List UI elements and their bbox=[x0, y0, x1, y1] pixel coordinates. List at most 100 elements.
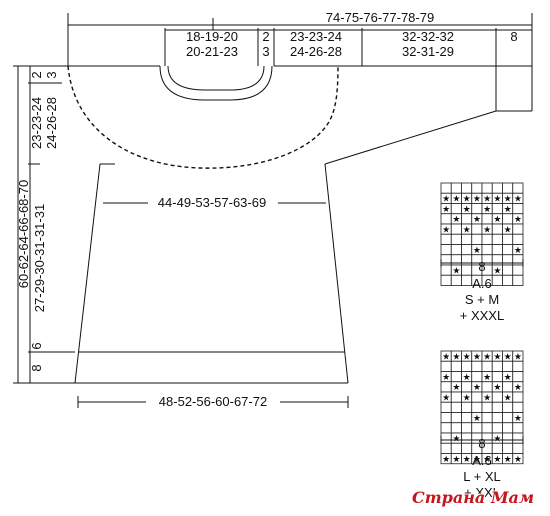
star-icon: ★ bbox=[514, 382, 522, 392]
chart-cell bbox=[481, 360, 493, 372]
chart-sizes-line1: S + M bbox=[465, 292, 499, 307]
star-icon: ★ bbox=[452, 214, 460, 224]
chart-cell bbox=[502, 401, 514, 413]
star-icon: ★ bbox=[504, 392, 512, 402]
chart-cell bbox=[491, 401, 503, 413]
star-icon: ★ bbox=[493, 454, 501, 464]
star-icon: ★ bbox=[473, 382, 481, 392]
chart-cell bbox=[461, 442, 473, 454]
chart-cell bbox=[461, 244, 473, 256]
chart-cell bbox=[512, 432, 524, 444]
chart-sizes-line2: + XXXL bbox=[460, 308, 504, 323]
chart-cell bbox=[471, 360, 483, 372]
chart-cell bbox=[471, 203, 483, 215]
star-icon: ★ bbox=[483, 454, 491, 464]
star-icon: ★ bbox=[442, 224, 450, 234]
left-dimensions: 2 3 23-23-24 24-26-28 60-62-64-66-68-70 … bbox=[13, 65, 75, 384]
chart-cell bbox=[502, 244, 514, 256]
top-band-label-b: 3 bbox=[44, 71, 59, 78]
chart-cell bbox=[512, 422, 524, 434]
star-icon: ★ bbox=[514, 413, 522, 423]
star-icon: ★ bbox=[442, 454, 450, 464]
star-icon: ★ bbox=[493, 265, 501, 275]
star-icon: ★ bbox=[493, 214, 501, 224]
star-icon: ★ bbox=[504, 224, 512, 234]
star-icon: ★ bbox=[452, 382, 460, 392]
neck-band-label-a: 2 bbox=[262, 29, 269, 44]
chart-cell bbox=[450, 401, 462, 413]
star-icon: ★ bbox=[514, 214, 522, 224]
chart-cell bbox=[512, 453, 524, 465]
star-icon: ★ bbox=[452, 433, 460, 443]
chart-cell bbox=[491, 182, 503, 194]
star-icon: ★ bbox=[473, 351, 481, 361]
rib-label-a: 6 bbox=[29, 342, 44, 349]
total-length-label: 60-62-64-66-68-70 bbox=[16, 180, 31, 288]
star-icon: ★ bbox=[463, 454, 471, 464]
star-icon: ★ bbox=[463, 194, 471, 204]
chart-cell bbox=[481, 381, 493, 393]
chart-cell bbox=[440, 422, 452, 434]
chart-cell bbox=[502, 422, 514, 434]
chart-cell bbox=[471, 223, 483, 235]
chart-cell bbox=[461, 381, 473, 393]
chart-cell bbox=[491, 244, 503, 256]
pattern-grid: ★★★★★★★★★★★★★★★★★★★★★★★★ bbox=[440, 182, 524, 286]
chart-cell bbox=[450, 422, 462, 434]
chart-cell bbox=[450, 360, 462, 372]
top-dimensions: 74-75-76-77-78-79 18-19-20 20-21-23 2 3 … bbox=[67, 10, 533, 66]
chart-cell bbox=[512, 274, 524, 286]
hem-width-dimension: 48-52-56-60-67-72 bbox=[77, 394, 349, 409]
chart-cell bbox=[502, 381, 514, 393]
chart-cell bbox=[450, 274, 462, 286]
star-icon: ★ bbox=[493, 194, 501, 204]
chart-cell bbox=[440, 213, 452, 225]
star-icon: ★ bbox=[504, 351, 512, 361]
chart-cell bbox=[512, 182, 524, 194]
sweater-outline bbox=[67, 65, 533, 384]
chart-cell bbox=[461, 401, 473, 413]
chart-cell bbox=[440, 401, 452, 413]
star-icon: ★ bbox=[514, 454, 522, 464]
star-icon: ★ bbox=[452, 265, 460, 275]
chart-cell bbox=[461, 432, 473, 444]
chart-cell bbox=[481, 233, 493, 245]
chest-width-dimension: 44-49-53-57-63-69 bbox=[103, 195, 326, 210]
star-icon: ★ bbox=[504, 194, 512, 204]
chart-cell bbox=[491, 391, 503, 403]
chart-cell bbox=[491, 203, 503, 215]
chart-cell bbox=[461, 264, 473, 276]
star-icon: ★ bbox=[473, 214, 481, 224]
chart-cell bbox=[450, 203, 462, 215]
chart-cell bbox=[502, 432, 514, 444]
chart-cell bbox=[491, 412, 503, 424]
chart-cell bbox=[450, 223, 462, 235]
star-icon: ★ bbox=[473, 413, 481, 423]
chart-cell bbox=[512, 442, 524, 454]
neck-width-label-b: 20-21-23 bbox=[186, 44, 238, 59]
chart-cell bbox=[450, 442, 462, 454]
chart-cell bbox=[471, 182, 483, 194]
chart-cell bbox=[440, 233, 452, 245]
star-icon: ★ bbox=[463, 224, 471, 234]
chart-sizes-line1: L + XL bbox=[463, 469, 500, 484]
chart-cell bbox=[502, 274, 514, 286]
star-icon: ★ bbox=[463, 204, 471, 214]
chart-cell bbox=[512, 203, 524, 215]
yoke-depth-label-a: 23-23-24 bbox=[29, 97, 44, 149]
chart-cell bbox=[440, 442, 452, 454]
chart-cell bbox=[491, 223, 503, 235]
star-icon: ★ bbox=[483, 392, 491, 402]
chart-cell bbox=[491, 442, 503, 454]
star-icon: ★ bbox=[483, 372, 491, 382]
star-icon: ★ bbox=[473, 245, 481, 255]
star-icon: ★ bbox=[504, 204, 512, 214]
chart-cell bbox=[461, 422, 473, 434]
star-icon: ★ bbox=[473, 194, 481, 204]
chart-cell bbox=[461, 233, 473, 245]
chart-cell bbox=[491, 274, 503, 286]
top-band-label-a: 2 bbox=[29, 71, 44, 78]
star-icon: ★ bbox=[442, 372, 450, 382]
hem-width-label: 48-52-56-60-67-72 bbox=[159, 394, 267, 409]
